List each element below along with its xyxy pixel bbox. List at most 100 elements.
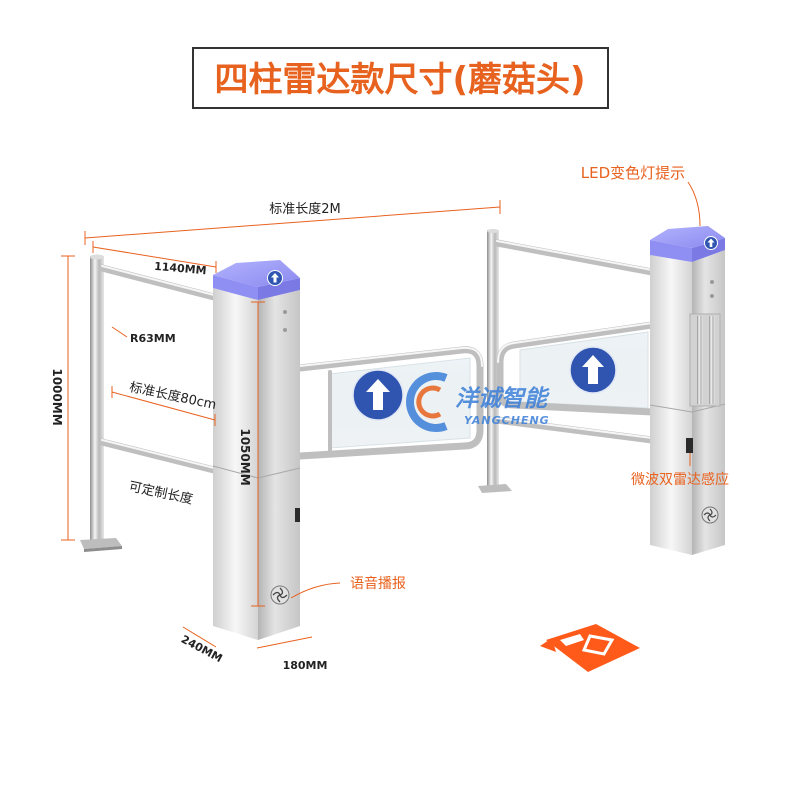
- right-cabinet-left-face: [650, 255, 692, 555]
- right-cabinet: [649, 226, 726, 555]
- entrance-floor-arrow-icon: [540, 624, 640, 672]
- label-rail-length: 1140MM: [154, 260, 207, 278]
- right-bottom-rail: [493, 416, 656, 444]
- right-top-rail: [493, 239, 656, 276]
- fan-vent-icon: [701, 506, 719, 524]
- floor-sign-mark: [581, 634, 615, 656]
- right-cap-left-face: [650, 240, 692, 262]
- right-arm-tube-highlight: [497, 322, 653, 363]
- hinge-shaft: [709, 316, 715, 404]
- dimension-cabinet-height: 1050MM: [238, 301, 265, 607]
- dim-line: [256, 636, 313, 649]
- right-bottom-rail-highlight: [496, 417, 653, 439]
- label-voice: 语音播报: [350, 575, 406, 592]
- hinge-shaft: [697, 316, 703, 404]
- middle-post: [478, 229, 512, 493]
- middle-post-pole: [487, 230, 499, 488]
- callout-radar: 微波双雷达感应: [631, 453, 729, 488]
- left-arm-tube-highlight: [299, 346, 483, 367]
- cabinet-screw: [710, 280, 714, 284]
- left-arm-sign: [352, 369, 404, 421]
- left-post-base: [80, 538, 122, 549]
- left-post: [80, 254, 122, 552]
- left-top-rail-highlight: [101, 265, 215, 296]
- dimension-total-length: 标准长度2M: [84, 200, 501, 245]
- callout-voice: 语音播报: [290, 575, 406, 599]
- left-bottom-rail: [98, 438, 218, 474]
- left-cap-right-face: [258, 278, 300, 300]
- left-cabinet: [212, 260, 301, 640]
- left-cabinet-left-face: [213, 288, 258, 640]
- left-cabinet-seam: [212, 465, 259, 479]
- label-post-height: 1000MM: [50, 368, 64, 425]
- right-top-rail-highlight: [496, 240, 653, 271]
- leader-line: [687, 181, 701, 227]
- right-rails: [493, 239, 656, 444]
- dimension-depth: 240MM: [179, 626, 225, 666]
- left-rails: [98, 264, 218, 474]
- label-led: LED变色灯提示: [581, 164, 685, 182]
- logo-latin: YANGCHENG: [464, 414, 550, 427]
- right-cabinet-hinge-panel: [689, 313, 721, 407]
- label-width: 180MM: [283, 659, 328, 672]
- up-arrow-icon: [271, 273, 279, 283]
- leader-line: [111, 326, 128, 338]
- dimension-radius: R63MM: [111, 326, 176, 345]
- label-radar: 微波双雷达感应: [631, 471, 729, 488]
- floor-sign-mark: [560, 634, 584, 646]
- leader-line: [290, 582, 341, 599]
- brand-logo: 洋诚智能 YANGCHENG: [406, 372, 550, 432]
- left-post-cap: [90, 254, 104, 260]
- dim-line: [182, 626, 217, 648]
- logo-name: 洋诚智能: [455, 386, 550, 412]
- up-arrow-icon: [366, 379, 390, 410]
- lock-slot: [295, 508, 300, 522]
- title-box: 四柱雷达款尺寸(蘑菇头): [192, 47, 609, 109]
- floor-sign-arrowhead: [540, 638, 556, 652]
- left-cabinet-right-face: [258, 290, 300, 640]
- left-arm-tube: [296, 346, 484, 460]
- callout-led: LED变色灯提示: [581, 164, 701, 227]
- label-radius: R63MM: [130, 332, 176, 345]
- dim-line: [92, 246, 217, 268]
- page-title: 四柱雷达款尺寸(蘑菇头): [214, 60, 585, 100]
- left-post-pole: [90, 256, 104, 541]
- floor-sign-base: [546, 624, 640, 672]
- left-post-base-edge: [84, 546, 122, 552]
- title-frame: [192, 47, 609, 109]
- label-arm-length: 标准长度80cm: [128, 379, 218, 413]
- label-depth: 240MM: [179, 633, 225, 666]
- logo-swoosh-orange: [416, 385, 442, 419]
- dimension-post-height: 1000MM: [50, 255, 75, 541]
- up-arrow-icon: [707, 238, 715, 247]
- label-total-length: 标准长度2M: [269, 201, 341, 217]
- dim-line: [111, 391, 216, 421]
- right-arm-tube: [496, 321, 656, 416]
- left-bottom-rail-highlight: [101, 439, 215, 469]
- dimension-arm-length: 标准长度80cm: [111, 379, 218, 426]
- dim-line: [84, 206, 501, 239]
- fan-vent-icon: [270, 585, 290, 605]
- label-custom-length: 可定制长度: [127, 479, 194, 508]
- label-cabinet-height: 1050MM: [238, 428, 252, 485]
- right-cap-indicator: [704, 236, 718, 250]
- middle-post-cap: [487, 229, 499, 233]
- logo-swoosh-blue: [406, 372, 448, 432]
- dimension-width: 180MM: [256, 636, 328, 672]
- cabinet-screw: [283, 328, 287, 332]
- middle-post-base: [478, 484, 512, 493]
- dimension-rail-length: 1140MM: [92, 241, 217, 278]
- left-cap-indicator: [267, 270, 283, 286]
- left-top-rail: [98, 264, 218, 301]
- radar-sensor: [686, 438, 693, 453]
- left-cabinet-seam: [257, 467, 301, 479]
- right-arm-sign: [569, 346, 617, 394]
- right-cabinet-seam: [649, 404, 693, 413]
- cabinet-screw: [710, 294, 714, 298]
- right-swing-arm: [496, 321, 656, 416]
- dimension-custom-length: 可定制长度: [127, 479, 194, 508]
- left-cap-left-face: [213, 275, 258, 300]
- cabinet-screw: [283, 310, 287, 314]
